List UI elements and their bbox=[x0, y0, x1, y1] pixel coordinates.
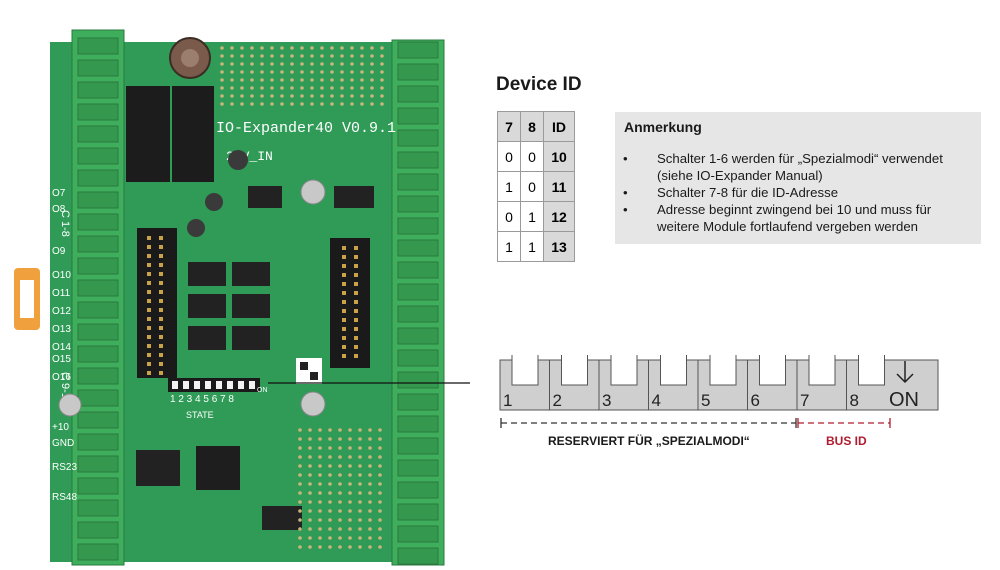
note-item-text: Schalter 1-6 werden für „Spezialmodi“ ve… bbox=[657, 151, 943, 183]
table-header-row: 7 8 ID bbox=[497, 111, 575, 142]
dip-switch-number: 6 bbox=[751, 391, 760, 410]
dip-switch-number: 1 bbox=[503, 391, 512, 410]
table-row: 1 1 13 bbox=[497, 231, 575, 262]
board-pin-label: RS23 bbox=[52, 462, 77, 473]
board-pin-label: O13 bbox=[52, 324, 71, 335]
device-id-table: 7 8 ID 0 0 10 1 0 11 0 1 12 1 1 13 bbox=[497, 111, 575, 262]
board-pin-label: O16 bbox=[52, 372, 71, 383]
dip-switch-8 bbox=[858, 355, 885, 386]
bullet-icon: • bbox=[623, 151, 628, 166]
cell-switch-8: 1 bbox=[520, 231, 544, 262]
bullet-icon: • bbox=[623, 202, 628, 217]
header-id: ID bbox=[543, 111, 575, 142]
board-pin-label: RS48 bbox=[52, 492, 77, 503]
dip-switch-number: 4 bbox=[652, 391, 661, 410]
note-item-text: Schalter 7-8 für die ID-Adresse bbox=[657, 185, 839, 200]
device-id-title: Device ID bbox=[496, 74, 582, 95]
dip-switch-7 bbox=[808, 355, 836, 386]
dip-switch-4 bbox=[660, 355, 687, 386]
board-pin-label: O9 bbox=[52, 246, 66, 257]
board-pin-label: O11 bbox=[52, 288, 71, 299]
board-pin-label: GND bbox=[52, 438, 74, 449]
dip-switch-3 bbox=[610, 355, 638, 386]
dip-switch-6 bbox=[759, 355, 786, 386]
table-row: 0 1 12 bbox=[497, 201, 575, 232]
board-pin-label: +10 bbox=[52, 422, 69, 433]
board-pin-label: O14 bbox=[52, 342, 71, 353]
note-list: • Schalter 1-6 werden für „Spezialmodi“ v… bbox=[615, 150, 961, 235]
note-item: • Adresse beginnt zwingend bei 10 und mus… bbox=[615, 201, 961, 235]
dip-switch-number: 5 bbox=[701, 391, 710, 410]
relay-2 bbox=[172, 86, 214, 182]
note-title: Anmerkung bbox=[624, 119, 702, 135]
board-label: IO-Expander40 V0.9.1 bbox=[216, 120, 396, 137]
dip-switch-5 bbox=[709, 355, 737, 386]
dip-switch-1 bbox=[511, 355, 539, 386]
dip-switch-number: 7 bbox=[800, 391, 809, 410]
cell-id: 13 bbox=[543, 231, 575, 262]
board-pin-label: O8 bbox=[52, 204, 66, 215]
cell-id: 10 bbox=[543, 141, 575, 172]
cell-switch-7: 1 bbox=[497, 231, 521, 262]
note-item-text: Adresse beginnt zwingend bei 10 und muss… bbox=[657, 202, 932, 234]
dip-on-label: ON bbox=[889, 389, 919, 411]
board-pin-label: O15 bbox=[52, 354, 71, 365]
note-box: Anmerkung • Schalter 1-6 werden für „Spez… bbox=[615, 112, 981, 244]
reserved-label: RESERVIERT FÜR „SPEZIALMODI“ bbox=[548, 434, 750, 448]
pin-header-right bbox=[330, 238, 370, 368]
board-pin-label: O10 bbox=[52, 270, 71, 281]
header-switch-7: 7 bbox=[497, 111, 521, 142]
qr-code bbox=[296, 358, 322, 384]
note-item: • Schalter 7-8 für die ID-Adresse bbox=[615, 184, 961, 201]
note-item: • Schalter 1-6 werden für „Spezialmodi“ v… bbox=[615, 150, 961, 184]
board-dip-numbers: 1 2 3 4 5 6 7 8 bbox=[170, 394, 234, 405]
side-label-top: C 1-8 bbox=[59, 210, 71, 237]
bullet-icon: • bbox=[623, 185, 628, 200]
cell-switch-7: 1 bbox=[497, 171, 521, 202]
table-row: 1 0 11 bbox=[497, 171, 575, 202]
table-row: 0 0 10 bbox=[497, 141, 575, 172]
dip-switch-number: 2 bbox=[553, 391, 562, 410]
cell-switch-8: 1 bbox=[520, 201, 544, 232]
cell-id: 11 bbox=[543, 171, 575, 202]
pin-header-left bbox=[137, 228, 177, 378]
cell-switch-8: 0 bbox=[520, 141, 544, 172]
board-dip-switch bbox=[168, 378, 260, 392]
cell-switch-7: 0 bbox=[497, 141, 521, 172]
dip-switch-number: 3 bbox=[602, 391, 611, 410]
dip-switch-number: 8 bbox=[850, 391, 859, 410]
state-label: STATE bbox=[186, 410, 214, 420]
board-pin-label: O12 bbox=[52, 306, 71, 317]
pcb-board-photo: IO-Expander40 V0.9.1 24V_IN C 1-8 C 9-16… bbox=[14, 29, 470, 566]
dip-switch-2 bbox=[561, 355, 588, 386]
dip-switch-diagram: 1 2 3 4 5 6 7 8 ON bbox=[499, 355, 939, 428]
on-arrow-icon bbox=[896, 361, 914, 384]
relay-1 bbox=[126, 86, 170, 182]
board-dip-on: ON bbox=[257, 387, 268, 394]
bus-id-label: BUS ID bbox=[826, 434, 867, 448]
right-terminal-block bbox=[391, 39, 445, 566]
cell-id: 12 bbox=[543, 201, 575, 232]
board-pin-label: O7 bbox=[52, 188, 66, 199]
cell-switch-8: 0 bbox=[520, 171, 544, 202]
header-switch-8: 8 bbox=[520, 111, 544, 142]
cell-switch-7: 0 bbox=[497, 201, 521, 232]
